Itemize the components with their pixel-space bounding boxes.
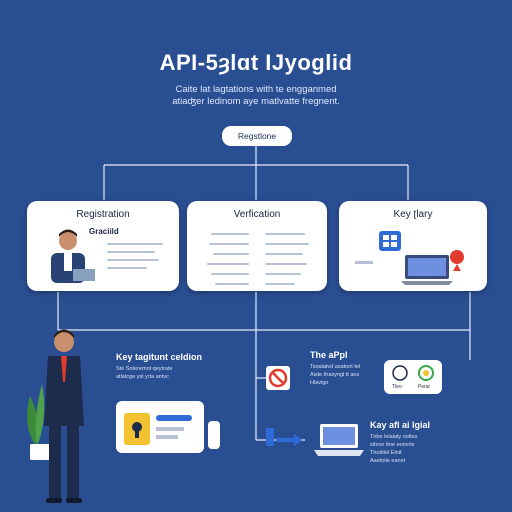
- card-verification-title: Verfication: [233, 209, 281, 220]
- laptop-icon: [314, 424, 364, 456]
- key-logic-desc-1: Tnbe lelaiaty ooltes: [370, 434, 418, 440]
- page-title: API-5ȝlɑt IJyoglid: [159, 50, 353, 75]
- status-label-right: Perai: [418, 384, 430, 390]
- api-heading: The aPpl: [310, 350, 348, 360]
- status-dial-icons: [392, 365, 434, 381]
- status-panel[interactable]: Tleo Perai: [384, 360, 442, 394]
- card-key-history-title: Key ʈlary: [393, 209, 433, 220]
- card-registration[interactable]: Registration Graciild: [27, 201, 179, 291]
- arrow-flow-icon: [266, 428, 302, 446]
- businessman-at-laptop-icon: [51, 229, 95, 283]
- key-logic-desc-3: Thotitiel Elnit: [370, 450, 402, 456]
- subtitle-line-2: atiaʤer ledinom aye matlvatte fregnent.: [172, 96, 340, 107]
- key-logic-desc-4: Aaetolie eanet: [370, 458, 406, 464]
- key-creation-heading: Key tagitunt celdion: [116, 352, 203, 362]
- key-logic-desc-2: sitzoe ttne eomnle: [370, 442, 415, 448]
- lock-folder-icon: [124, 413, 192, 445]
- key-creation-desc-1: Ste Snteremot qeytrate: [116, 366, 173, 372]
- laptop-key-icon: [355, 231, 464, 285]
- card-verification[interactable]: Verfication: [187, 201, 327, 291]
- api-desc-2: Aiste thasyngl tt aes: [310, 372, 360, 378]
- key-logic-heading: Kay afl ai lgial: [370, 420, 431, 430]
- key-folder-panel[interactable]: [116, 401, 204, 453]
- subtitle-line-1: Caite lat lagtations with te engganmed: [175, 84, 337, 95]
- usb-key-icon: [208, 421, 220, 449]
- key-creation-desc-2: atlatcge ysl yrta antvc: [116, 374, 169, 380]
- businessman-standing-icon: [27, 329, 84, 503]
- api-desc-1: Tsoalatvd asatont tel: [310, 364, 361, 370]
- status-label-left: Tleo: [392, 384, 402, 390]
- card-registration-sublabel: Graciild: [89, 227, 119, 236]
- card-key-history[interactable]: Key ʈlary: [339, 201, 487, 291]
- registration-pill[interactable]: Regstlone: [222, 126, 292, 146]
- blocked-icon: [266, 366, 290, 390]
- card-registration-title: Registration: [76, 209, 130, 220]
- api-desc-3: Hlavigo: [310, 380, 329, 386]
